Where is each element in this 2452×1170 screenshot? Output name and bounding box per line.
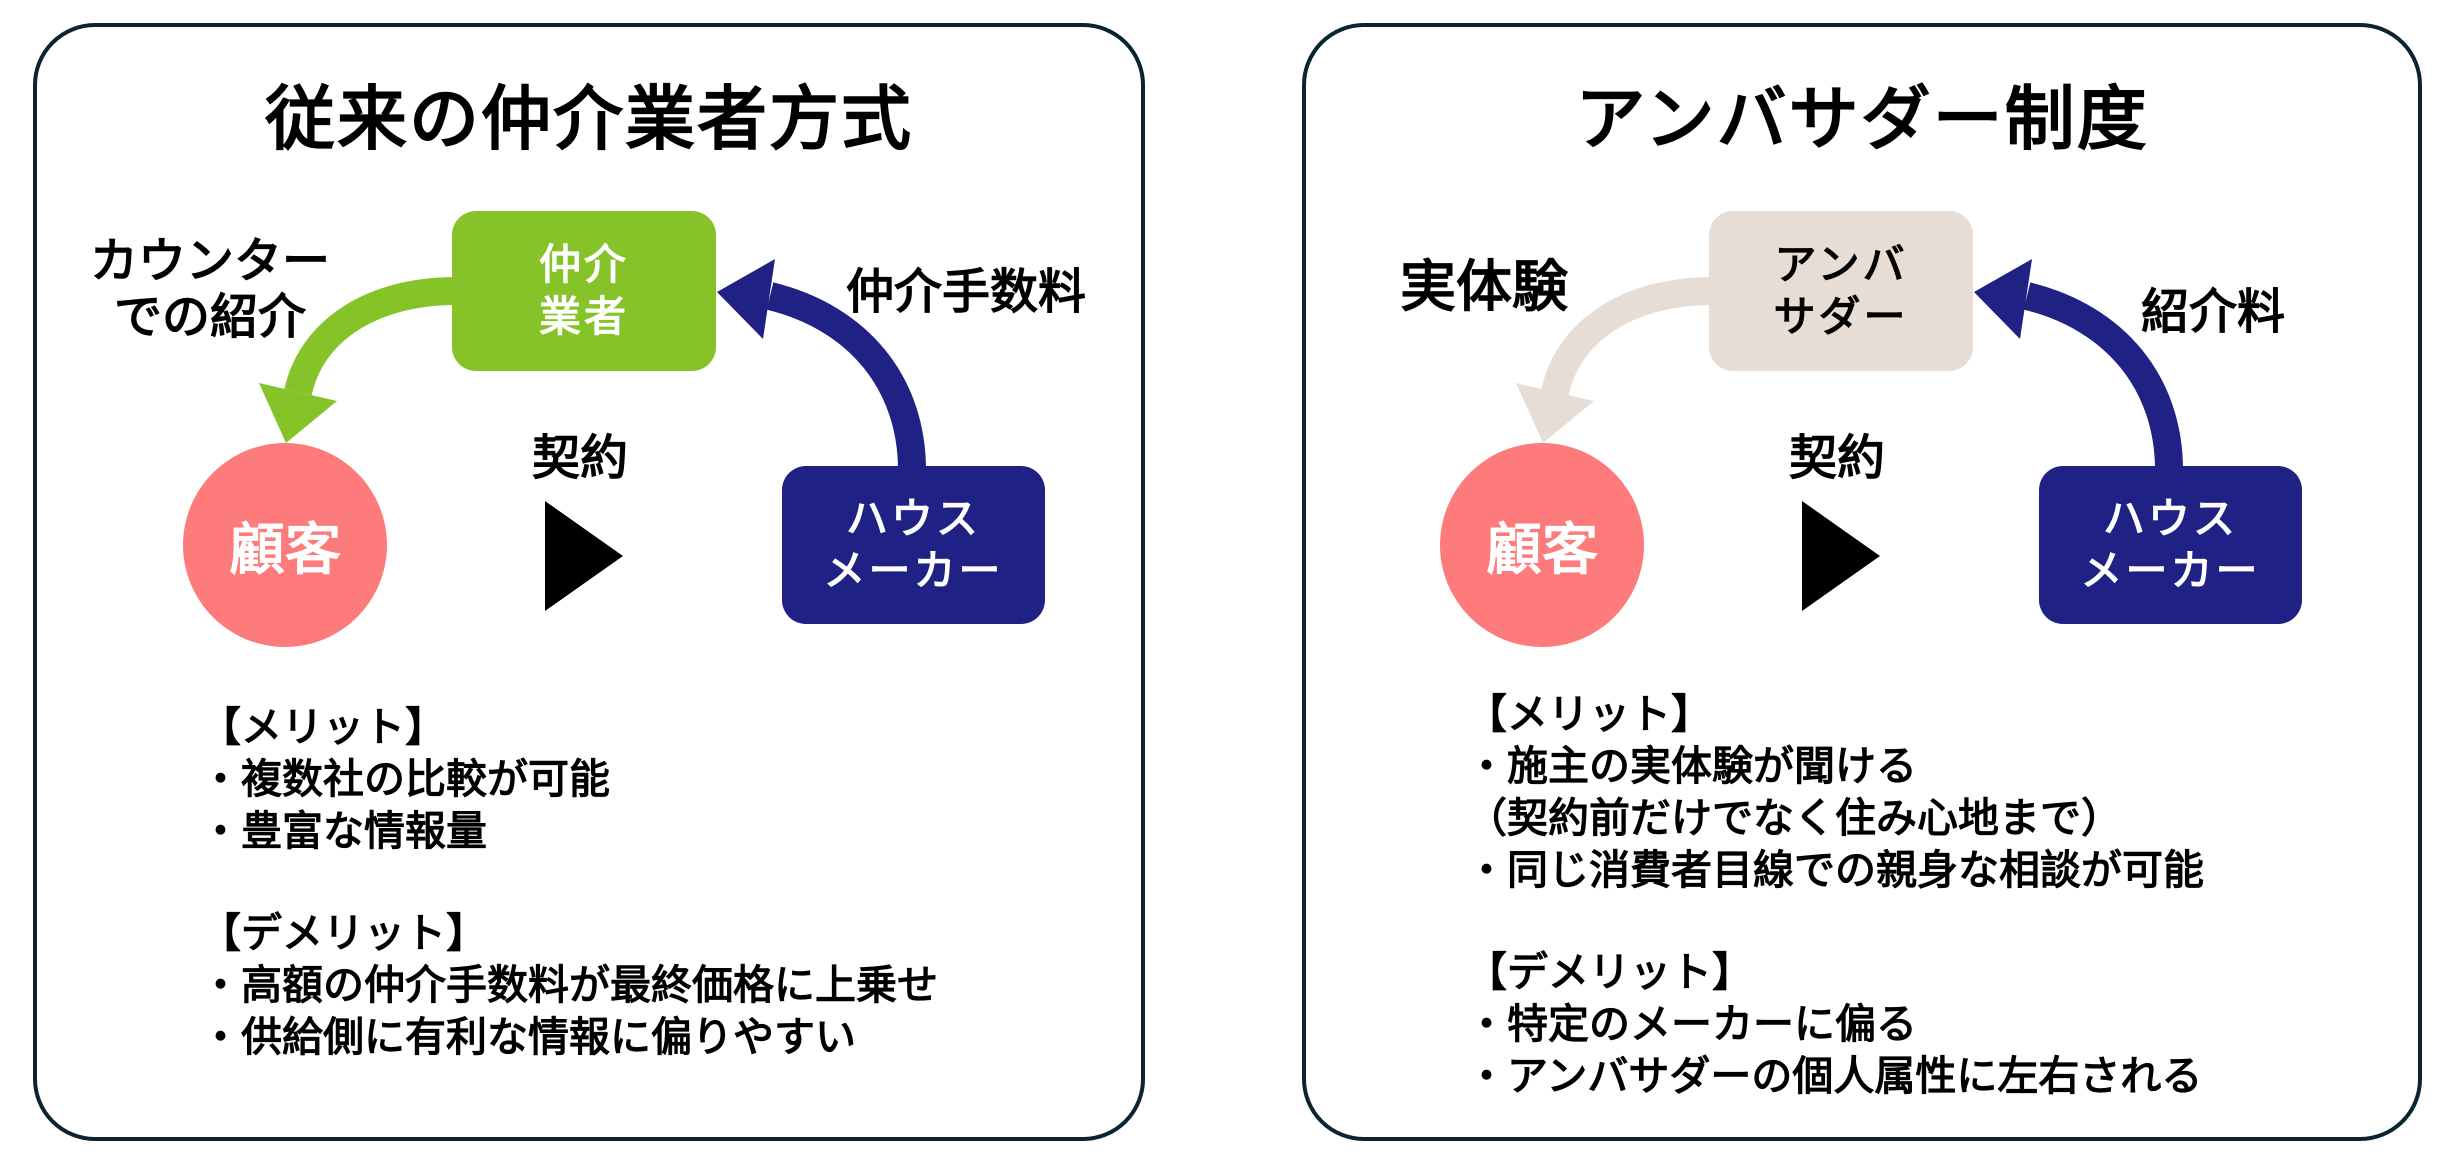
maker-label-line1: ハウス — [2102, 494, 2238, 543]
demerits-header: 【デメリット】 — [200, 909, 487, 957]
demerit-item: ・供給側に有利な情報に偏りやすい — [200, 1013, 856, 1061]
customer-node: 顧客 — [1440, 443, 1644, 647]
fee-label: 仲介手数料 — [846, 264, 1087, 320]
merit-item: （契約前だけでなく住み心地まで） — [1466, 794, 2122, 842]
demerits-header: 【デメリット】 — [1466, 948, 1753, 996]
intermediary-label-line1: 仲介 — [538, 240, 629, 289]
intermediary-box: 仲介 業者 — [452, 211, 716, 371]
demerit-item: ・アンバサダーの個人属性に左右される — [1466, 1052, 2203, 1100]
fee-arrow — [717, 259, 926, 471]
merits-header: 【メリット】 — [200, 703, 446, 751]
referral-label-line2: での紹介 — [113, 289, 306, 345]
ambassador-label-line1: アンバ — [1774, 240, 1908, 289]
left-pros-cons: 【メリット】 ・複数社の比較が可能 ・豊富な情報量 【デメリット】 ・高額の仲介… — [200, 701, 938, 1063]
experience-arrow — [1516, 277, 1714, 443]
maker-label-line2: メーカー — [823, 546, 1004, 595]
house-maker-box: ハウス メーカー — [2039, 466, 2302, 624]
right-pros-cons: 【メリット】 ・施主の実体験が聞ける （契約前だけでなく住み心地まで） ・同じ消… — [1466, 688, 2204, 1102]
customer-label: 顧客 — [229, 517, 341, 583]
merits-header: 【メリット】 — [1466, 690, 1712, 738]
panel-title: 従来の仲介業者方式 — [265, 78, 913, 160]
demerit-item: ・高額の仲介手数料が最終価格に上乗せ — [200, 961, 938, 1009]
contract-arrow-icon — [545, 501, 623, 611]
referral-fee-arrow — [1974, 259, 2183, 471]
panel-title: アンバサダー制度 — [1575, 78, 2149, 160]
contract-arrow-icon — [1802, 501, 1880, 611]
customer-label: 顧客 — [1486, 517, 1598, 583]
merit-item: ・豊富な情報量 — [200, 807, 487, 855]
house-maker-box: ハウス メーカー — [782, 466, 1045, 624]
referral-label: カウンター での紹介 — [70, 233, 350, 345]
ambassador-label-line2: サダー — [1773, 292, 1909, 341]
maker-label-line1: ハウス — [845, 494, 981, 543]
intermediary-label-line2: 業者 — [538, 292, 629, 341]
referral-arrow — [259, 277, 457, 443]
maker-label-line2: メーカー — [2080, 546, 2261, 595]
ambassador-box: アンバ サダー — [1709, 211, 1973, 371]
contract-label: 契約 — [1789, 430, 1886, 486]
contract-label: 契約 — [532, 430, 629, 486]
referral-label-line1: カウンター — [89, 233, 330, 289]
demerit-item: ・特定のメーカーに偏る — [1466, 1000, 1917, 1048]
merit-item: ・同じ消費者目線での親身な相談が可能 — [1466, 846, 2204, 894]
experience-label: 実体験 — [1400, 255, 1568, 320]
customer-node: 顧客 — [183, 443, 387, 647]
merit-item: ・施主の実体験が聞ける — [1466, 742, 1917, 790]
merit-item: ・複数社の比較が可能 — [200, 755, 610, 803]
referral-fee-label: 紹介料 — [2141, 284, 2286, 340]
